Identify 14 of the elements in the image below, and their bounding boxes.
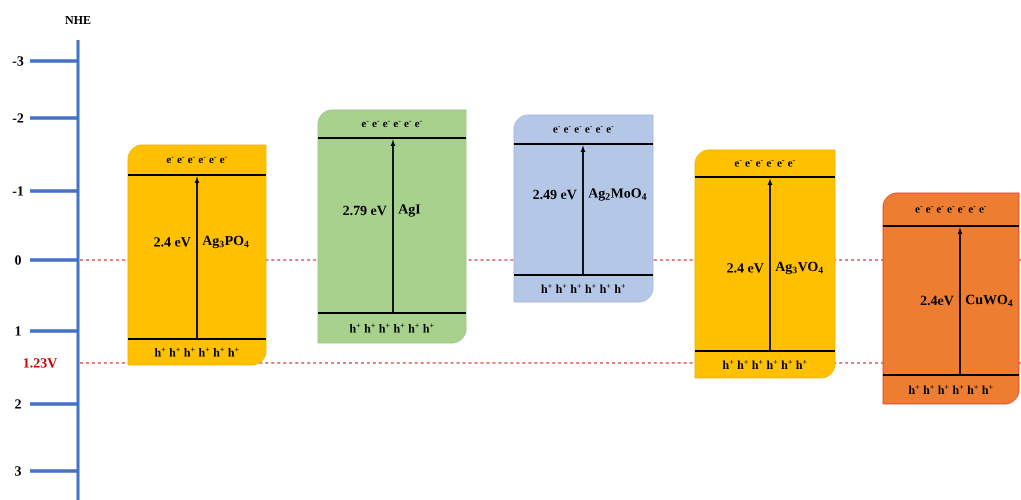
tick-label: 0	[15, 255, 21, 265]
tick-label: 3	[15, 466, 21, 476]
tick-label: -2	[12, 113, 24, 123]
axis-title: NHE	[65, 16, 91, 24]
tick-label: -1	[12, 186, 24, 196]
band-box: e$^{-}$ e$^{-}$ e$^{-}$ e$^{-}$ e$^{-}$ e$^{-}$ e$^{-}$ 2.4eV CuWO$_{4}$ h$^{+}$ h$^{+}$ h$^{+}$ h$^{+}$ h$^{+}$ h$^{+}$	[882, 192, 1020, 405]
band-box: e$^{-}$ e$^{-}$ e$^{-}$ e$^{-}$ e$^{-}$ e$^{-}$ 2.4 eV Ag$_{3}$VO$_{4}$ h$^{+}$ h$^{+}$ h$^{+}$ h$^{+}$ h$^{+}$ h$^{+}$	[694, 149, 836, 379]
tick-label: 2	[15, 399, 21, 409]
tick-label: -3	[12, 56, 24, 66]
band-box: e$^{-}$ e$^{-}$ e$^{-}$ e$^{-}$ e$^{-}$ e$^{-}$ 2.49 eV Ag$_{2}$MoO$_{4}$ h$^{+}$ h$^{+}$ h$^{+}$ h$^{+}$ h$^{+}$ h$^{+}$	[513, 114, 654, 303]
tick-label: 1	[15, 326, 21, 336]
band-box: e$^{-}$ e$^{-}$ e$^{-}$ e$^{-}$ e$^{-}$ e$^{-}$ 2.4 eV Ag$_{3}$PO$_{4}$ h$^{+}$ h$^{+}$ h$^{+}$ h$^{+}$ h$^{+}$ h$^{+}$	[127, 144, 267, 366]
potential-label: 1.23V	[23, 358, 58, 368]
band-box: e$^{-}$ e$^{-}$ e$^{-}$ e$^{-}$ e$^{-}$ e$^{-}$ 2.79 eV AgI h$^{+}$ h$^{+}$ h$^{+}$ h$^{+}$ h$^{+}$ h$^{+}$	[317, 109, 467, 344]
